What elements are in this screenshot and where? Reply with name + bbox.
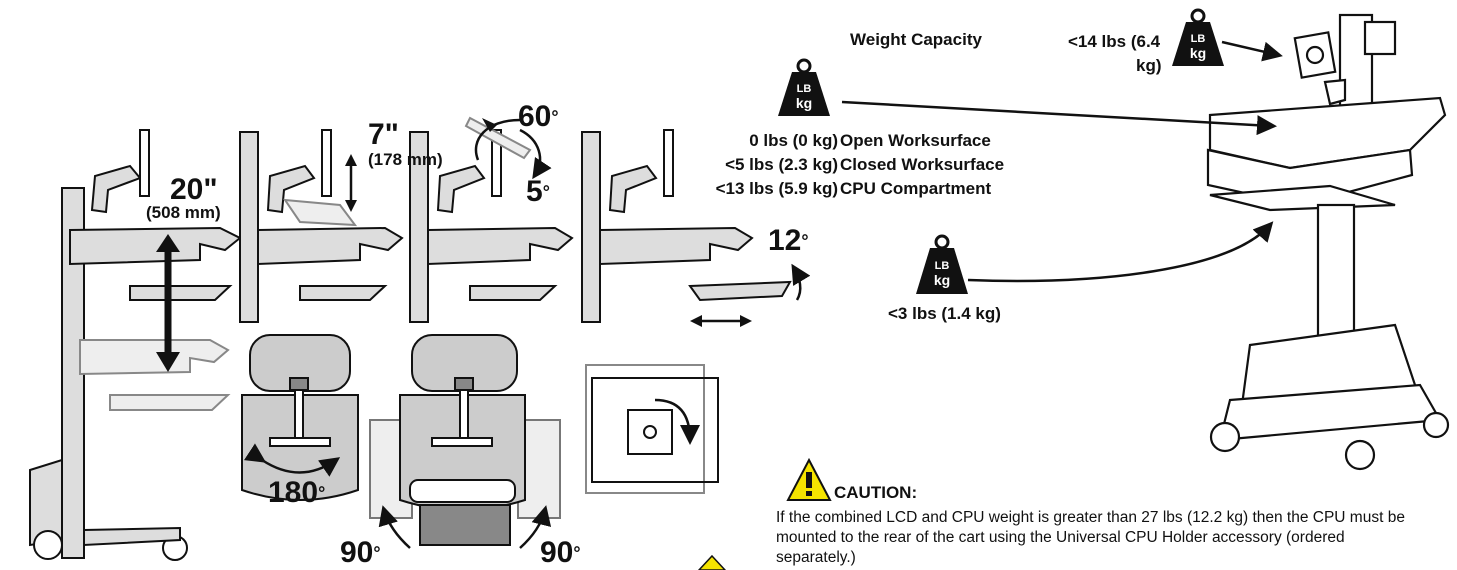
callout-arrow-lcd: [1221, 40, 1283, 62]
keyboard-tilt-label: 12°: [768, 224, 809, 257]
monitor-tilt-illustration: [409, 116, 574, 323]
weight-row-location: CPU Compartment: [840, 179, 992, 198]
lift-label: 20": [170, 173, 218, 206]
caution-text: If the combined LCD and CPU weight is gr…: [776, 509, 1405, 566]
caution-title: CAUTION:: [834, 483, 918, 502]
caution-icon: [786, 457, 832, 501]
weight-row-value: <5 lbs (2.3 kg): [725, 155, 838, 174]
cart-height-illustration: [29, 129, 242, 561]
weight-capacity-title: Weight Capacity: [850, 30, 982, 49]
svg-text:LB: LB: [1191, 33, 1206, 45]
svg-text:LB: LB: [797, 83, 812, 95]
weight-row-location: Closed Worksurface: [840, 155, 1005, 174]
slide-arrow: [690, 315, 752, 327]
side-arrow-left: [378, 505, 411, 549]
rotate-arrow: [654, 398, 700, 445]
top-view-keyboard-sides: [369, 334, 561, 546]
callout-arrow-keyboard: [967, 221, 1274, 283]
caution-icon-small: [697, 554, 727, 570]
keyboard-tilt-illustration: [581, 129, 792, 323]
lcd-weight-label-cont: kg): [1136, 56, 1162, 75]
svg-text:kg: kg: [796, 95, 812, 111]
svg-text:LB: LB: [935, 260, 950, 272]
side-left-label: 90°: [340, 536, 381, 569]
svg-text:kg: kg: [934, 272, 950, 288]
callout-arrow-worksurface: [841, 100, 1277, 136]
surface-lift-label: 7": [368, 118, 399, 151]
tilt-up-label: 60°: [518, 100, 559, 133]
weight-row-location: Open Worksurface: [840, 131, 991, 150]
svg-text:kg: kg: [1190, 45, 1206, 61]
tilt-arrow: [474, 118, 521, 161]
tilt-down-label: 5°: [526, 175, 550, 208]
lift-arrow: [345, 154, 357, 212]
cart-illustration: [1206, 13, 1450, 471]
side-arrow-right: [519, 505, 552, 549]
side-right-label: 90°: [540, 536, 581, 569]
weight-icon-worksurface: LB kg: [778, 58, 830, 116]
surface-lift-mm-label: (178 mm): [368, 150, 443, 169]
weight-row-value: 0 lbs (0 kg): [749, 131, 838, 150]
swivel-label: 180°: [268, 476, 326, 509]
surface-lift-illustration: [239, 129, 404, 323]
weight-row-value: <13 lbs (5.9 kg): [715, 179, 838, 198]
keyboard-tilt-arrow: [791, 263, 811, 301]
lift-mm-label: (508 mm): [146, 203, 221, 222]
swivel-arrow: [243, 443, 341, 477]
monitor-rotate-illustration: [585, 364, 719, 494]
keyboard-weight-label: <3 lbs (1.4 kg): [888, 304, 1001, 323]
weight-icon-lcd: LB kg: [1172, 8, 1224, 66]
height-arrow: [156, 234, 180, 372]
weight-icon-keyboard: LB kg: [916, 234, 968, 294]
lcd-weight-label: <14 lbs (6.4: [1068, 32, 1161, 51]
